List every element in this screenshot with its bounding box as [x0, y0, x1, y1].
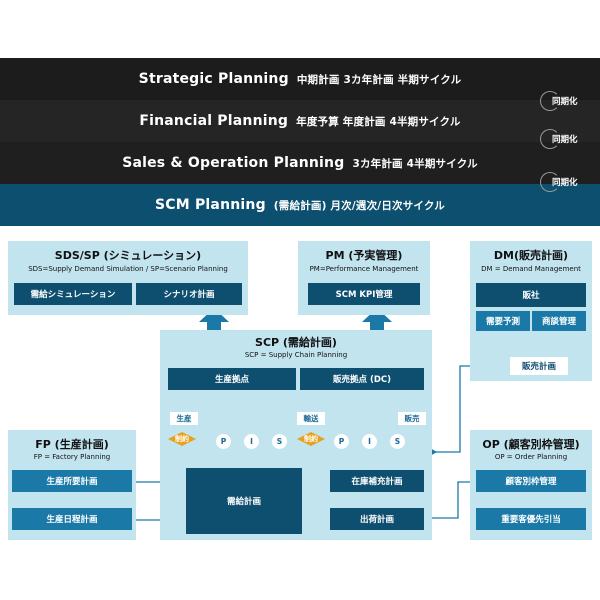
priority-allocation-button[interactable]: 重要客優先引当 [476, 508, 586, 530]
sync-label: 同期化 [552, 178, 578, 188]
panel-title: FP (生産計画) [35, 438, 109, 451]
panel-title: SCP (需給計画) [255, 336, 337, 349]
psi-i: I [244, 434, 259, 449]
distributor-header: 販社 [476, 283, 586, 307]
sales-label: 販売 [398, 412, 426, 425]
sync-label: 同期化 [552, 135, 578, 145]
band-detail: 中期計画 3カ年計画 半期サイクル [296, 73, 462, 86]
panel-subtitle: PM=Performance Management [309, 265, 419, 273]
cycle-icon [540, 91, 560, 111]
psi-p: P [334, 434, 349, 449]
supply-demand-simulation-button[interactable]: 需給シミュレーション [14, 283, 132, 305]
deal-management-button[interactable]: 商談管理 [532, 311, 586, 331]
production-label: 生産 [170, 412, 198, 425]
production-base-header: 生産拠点 [168, 368, 296, 390]
scenario-planning-button[interactable]: シナリオ計画 [136, 283, 242, 305]
panel-subtitle: SCP = Supply Chain Planning [244, 351, 348, 359]
constraint-diamond: 制約 [168, 432, 196, 446]
panel-title: DM(販売計画) [493, 249, 569, 262]
band-title: Financial Planning [139, 113, 289, 129]
panel-subtitle: FP = Factory Planning [33, 453, 111, 461]
sync-indicator: 同期化 [540, 172, 594, 195]
panel-title: OP (顧客別枠管理) [482, 438, 580, 451]
sales-base-header: 販売拠点 (DC) [300, 368, 424, 390]
panel-subtitle: SDS=Supply Demand Simulation / SP=Scenar… [28, 265, 228, 273]
panel-subtitle: DM = Demand Management [481, 265, 581, 273]
psi-s: S [390, 434, 405, 449]
shipment-plan-button[interactable]: 出荷計画 [330, 508, 424, 530]
op-panel: OP (顧客別枠管理) OP = Order Planning 顧客別枠管理 重… [470, 430, 592, 540]
fp-panel: FP (生産計画) FP = Factory Planning 生産所要計画 生… [8, 430, 136, 540]
sync-indicator: 同期化 [540, 91, 594, 114]
band-strategic-planning: Strategic Planning 中期計画 3カ年計画 半期サイクル [0, 58, 600, 100]
constraint-label: 制約 [304, 435, 318, 443]
transport-label: 輸送 [297, 412, 325, 425]
band-title: SCM Planning [155, 197, 266, 213]
sales-plan-button[interactable]: 販売計画 [510, 357, 568, 375]
band-sop-planning: Sales & Operation Planning 3カ年計画 4半期サイクル [0, 142, 600, 184]
constraint-label: 制約 [175, 435, 189, 443]
panel-subtitle: OP = Order Planning [494, 453, 568, 461]
band-financial-planning: Financial Planning 年度予算 年度計画 4半期サイクル [0, 100, 600, 142]
production-requirement-button[interactable]: 生産所要計画 [12, 470, 132, 492]
cycle-icon [540, 172, 560, 192]
supply-demand-plan-block[interactable]: 需給計画 [186, 468, 302, 534]
psi-p: P [216, 434, 231, 449]
band-title: Strategic Planning [138, 71, 289, 87]
inventory-replenishment-button[interactable]: 在庫補充計画 [330, 470, 424, 492]
sync-indicator: 同期化 [540, 129, 594, 152]
band-detail: 年度予算 年度計画 4半期サイクル [296, 115, 461, 128]
band-detail: 3カ年計画 4半期サイクル [352, 157, 478, 170]
production-schedule-button[interactable]: 生産日程計画 [12, 508, 132, 530]
cycle-icon [540, 129, 560, 149]
psi-s: S [272, 434, 287, 449]
dm-panel: DM(販売計画) DM = Demand Management 販社 需要予測 … [470, 241, 592, 381]
sync-label: 同期化 [552, 97, 578, 107]
customer-quota-button[interactable]: 顧客別枠管理 [476, 470, 586, 492]
panel-title: PM (予実管理) [325, 249, 403, 262]
psi-i: I [362, 434, 377, 449]
pm-panel: PM (予実管理) PM=Performance Management SCM … [298, 241, 430, 315]
scm-kpi-button[interactable]: SCM KPI管理 [308, 283, 420, 305]
connector-line [424, 481, 472, 519]
demand-forecast-button[interactable]: 需要予測 [476, 311, 530, 331]
diamond-shape [297, 432, 325, 446]
constraint-diamond: 制約 [297, 432, 325, 446]
band-detail: (需給計画) 月次/週次/日次サイクル [273, 199, 445, 212]
band-title: Sales & Operation Planning [122, 155, 345, 171]
band-scm-planning: SCM Planning (需給計画) 月次/週次/日次サイクル [0, 184, 600, 226]
diamond-shape [168, 432, 196, 446]
sds-sp-panel: SDS/SP (シミュレーション) SDS=Supply Demand Simu… [8, 241, 248, 315]
panel-title: SDS/SP (シミュレーション) [54, 249, 202, 262]
